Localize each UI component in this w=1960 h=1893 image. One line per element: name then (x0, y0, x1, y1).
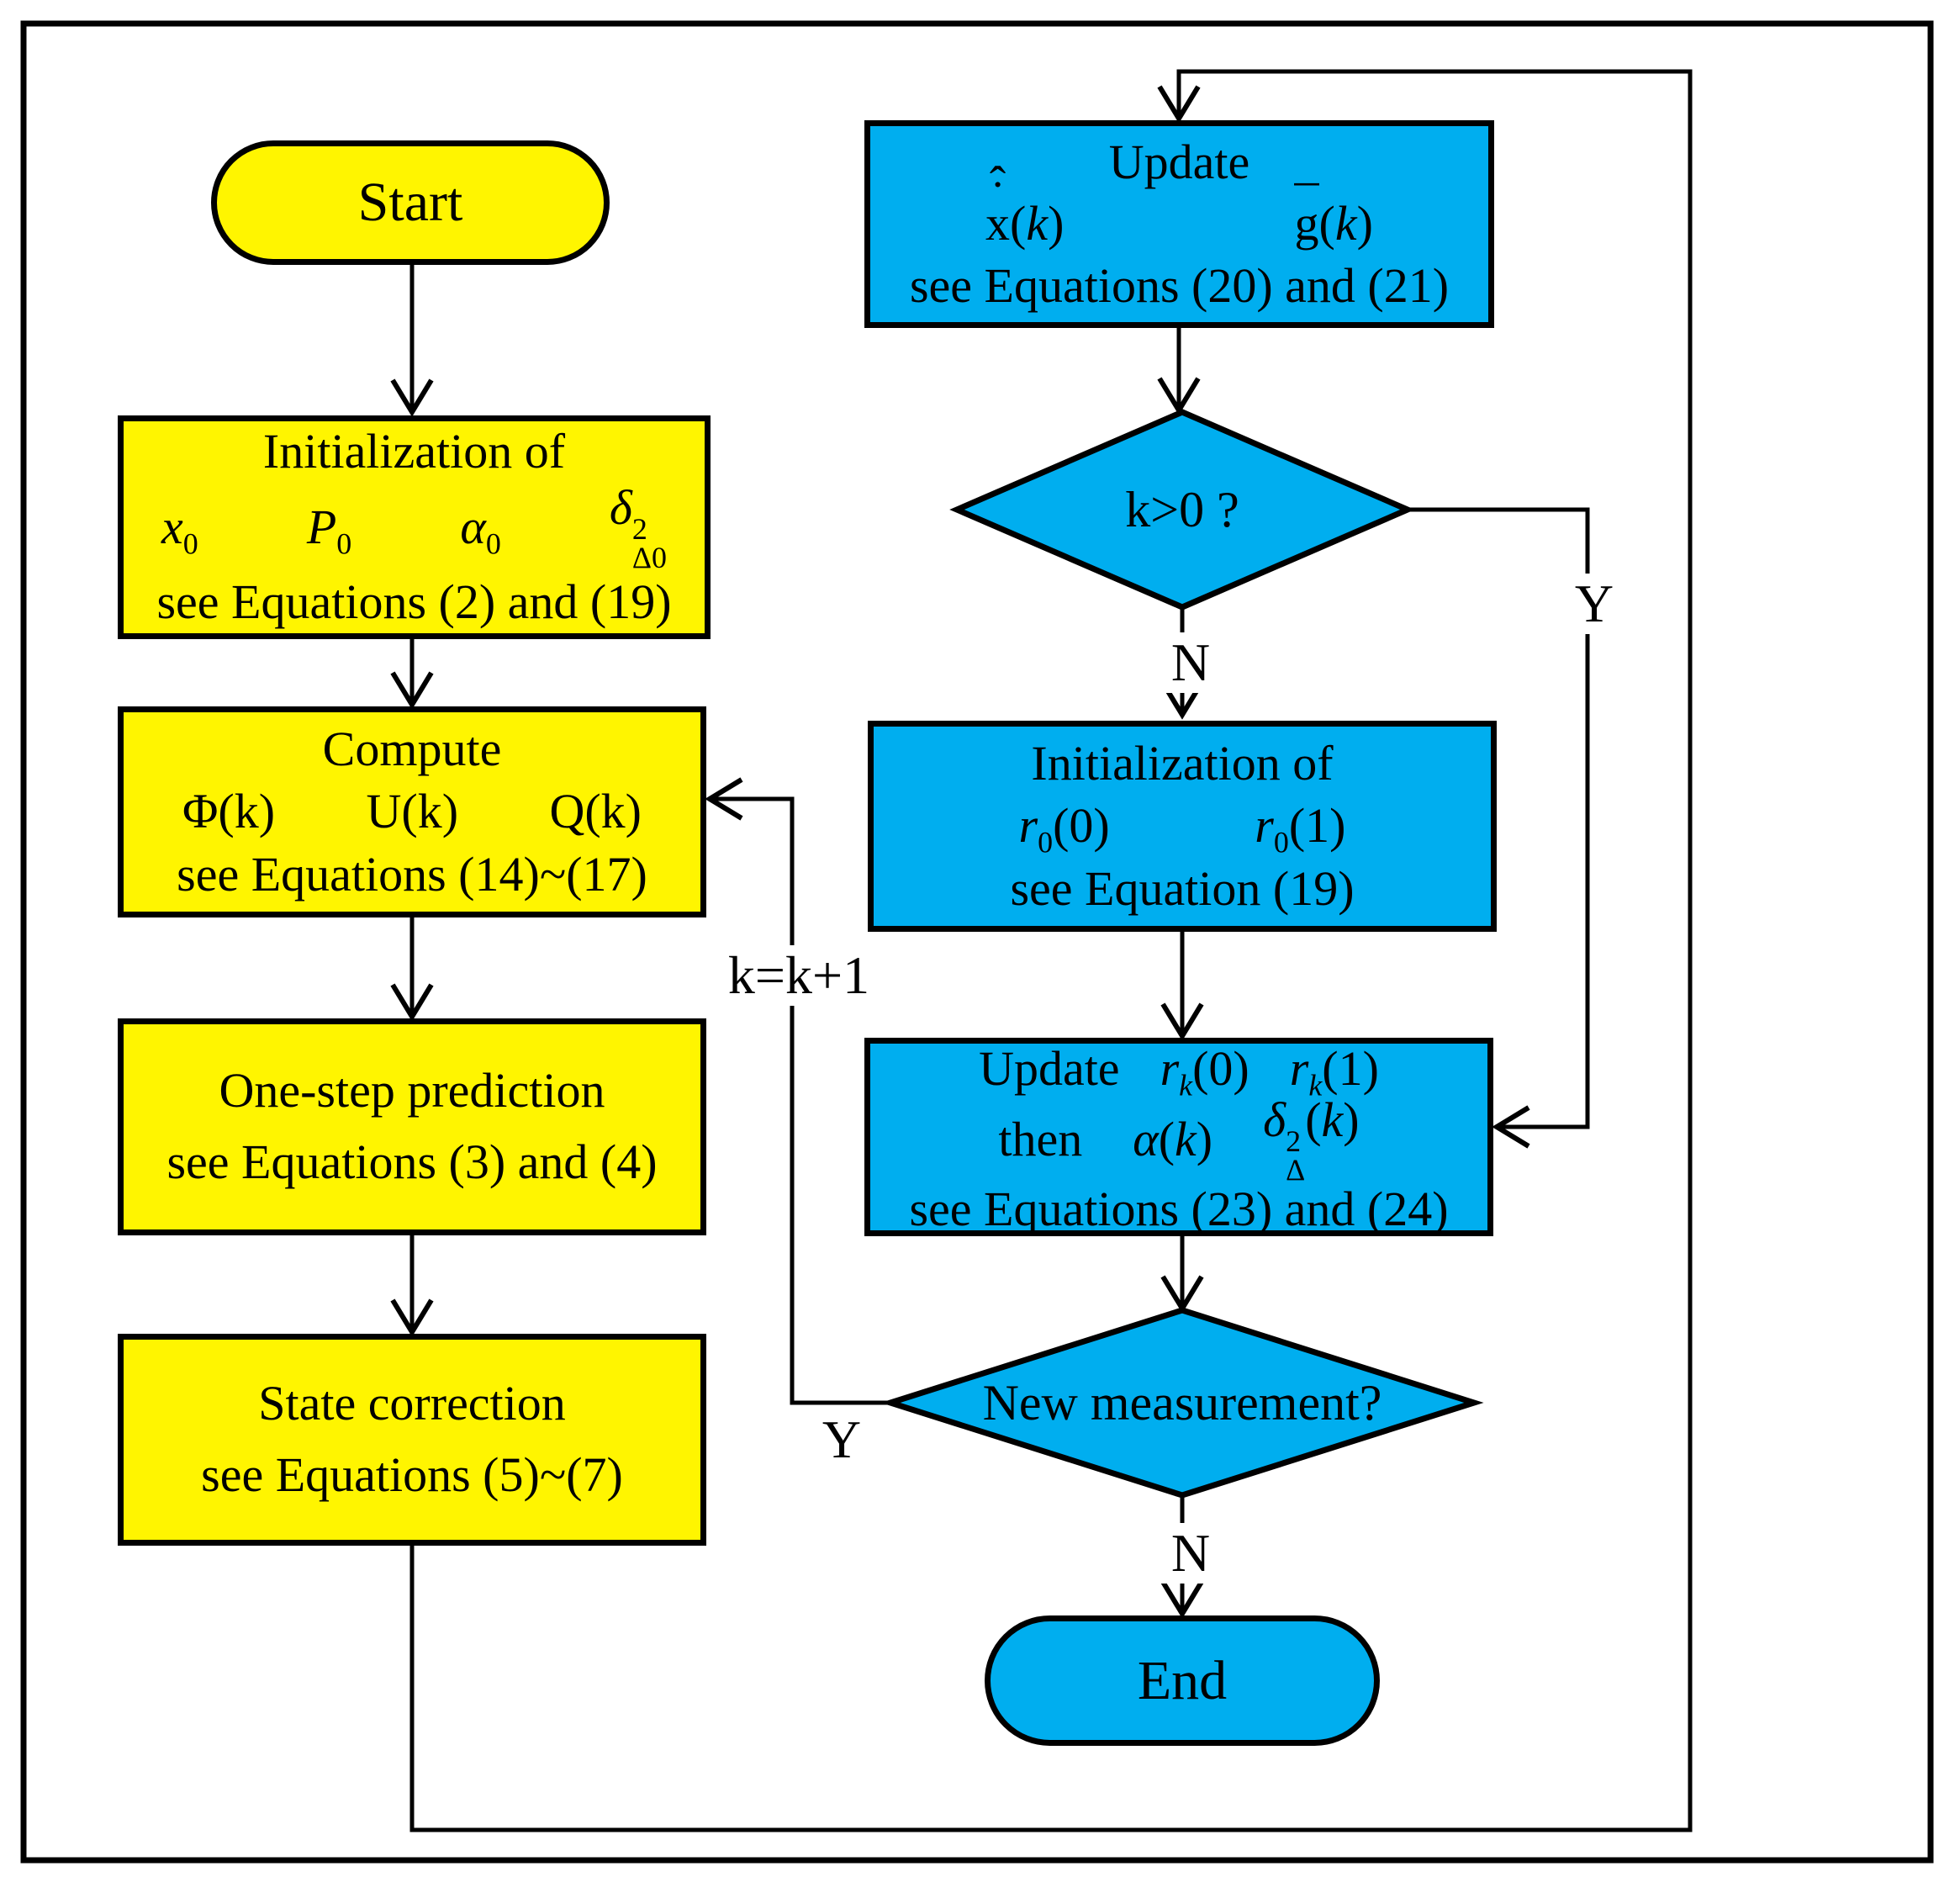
symbol-r0-0: r0(0) (1018, 798, 1110, 859)
edge-statecorr-loop-to-update (409, 69, 1693, 1832)
update-top-title: Update (1108, 134, 1250, 189)
update-top-symbols: ˆ˙x(k) ¯g(k) (870, 156, 1488, 251)
update-r-word: Update (979, 1041, 1120, 1096)
state-correction-title: State correction (258, 1376, 566, 1431)
init-right-symbols: r0(0) r0(1) (874, 798, 1491, 859)
outer-frame (20, 20, 1934, 1864)
update-r-line1: Update rk(0) rk(1) (870, 1041, 1487, 1102)
arrowhead-into-update (1157, 85, 1201, 124)
symbol-alpha-k: α(k) (1133, 1111, 1213, 1166)
symbol-gbar-k: ¯g(k) (1294, 177, 1373, 251)
symbol-x0: x0 (161, 499, 198, 561)
edge-decisionmeas-yes (713, 796, 890, 1405)
symbol-p0: P0 (306, 499, 352, 561)
arrowhead-into-compute-right (705, 777, 743, 821)
update-top-node: Update ˆ˙x(k) ¯g(k) see Equations (20) a… (864, 120, 1494, 328)
start-node: Start (211, 140, 610, 265)
compute-symbols: Φ(k) U(k) Q(k) (124, 784, 700, 839)
end-label: End (1137, 1649, 1228, 1711)
decision-k-label: k>0 ? (1125, 481, 1239, 537)
decision-k-diamond (949, 409, 1415, 611)
update-top-note: see Equations (20) and (21) (909, 257, 1450, 313)
decision-measurement-label: New measurement? (982, 1374, 1382, 1430)
state-correction-note: see Equations (5)~(7) (201, 1447, 623, 1502)
init-left-note: see Equations (2) and (19) (156, 574, 672, 630)
start-label: Start (357, 172, 463, 234)
symbol-phi-k: Φ(k) (182, 784, 276, 839)
symbol-r0-1: r0(1) (1255, 798, 1346, 859)
arrowhead-into-statecorr (390, 1298, 434, 1337)
arrowhead-into-compute (390, 671, 434, 710)
compute-title: Compute (322, 721, 502, 776)
decision-measurement-diamond (880, 1307, 1484, 1499)
symbol-u-k: U(k) (366, 784, 459, 839)
edge-label-k-yes: Y (1561, 574, 1628, 634)
one-step-node: One-step prediction see Equations (3) an… (118, 1018, 706, 1235)
edge-label-meas-yes: Y (822, 1409, 862, 1469)
symbol-rk-1: rk(1) (1289, 1041, 1379, 1102)
edge-label-increment: k=k+1 (711, 945, 887, 1006)
init-right-node: Initialization of r0(0) r0(1) see Equati… (868, 721, 1497, 932)
arrowhead-into-updater-top (1160, 1002, 1204, 1041)
edge-decisionk-yes (1408, 507, 1590, 1129)
symbol-q-k: Q(k) (549, 784, 642, 839)
compute-node: Compute Φ(k) U(k) Q(k) see Equations (14… (118, 706, 706, 917)
state-correction-node: State correction see Equations (5)~(7) (118, 1334, 706, 1546)
arrowhead-into-end (1160, 1580, 1204, 1619)
arrowhead-into-init (390, 378, 434, 417)
symbol-xhat-k: ˆ˙x(k) (985, 156, 1065, 251)
update-r-note: see Equations (23) and (24) (909, 1182, 1449, 1237)
arrowhead-into-initright (1160, 681, 1204, 720)
symbol-alpha0: α0 (460, 499, 501, 561)
arrowhead-into-onestep (390, 983, 434, 1022)
end-node: End (985, 1615, 1380, 1746)
arrowhead-into-updater-right (1492, 1105, 1530, 1149)
edge-label-meas-no: N (1157, 1523, 1224, 1584)
edge-label-k-no: N (1157, 632, 1224, 693)
symbol-rk-0: rk(0) (1160, 1041, 1249, 1102)
one-step-note: see Equations (3) and (4) (166, 1134, 658, 1189)
then-word: then (998, 1111, 1083, 1166)
one-step-title: One-step prediction (219, 1063, 605, 1118)
init-right-note: see Equation (19) (1010, 860, 1355, 916)
init-left-title: Initialization of (262, 423, 566, 479)
init-right-title: Initialization of (1031, 735, 1334, 791)
compute-note: see Equations (14)~(17) (177, 846, 647, 902)
